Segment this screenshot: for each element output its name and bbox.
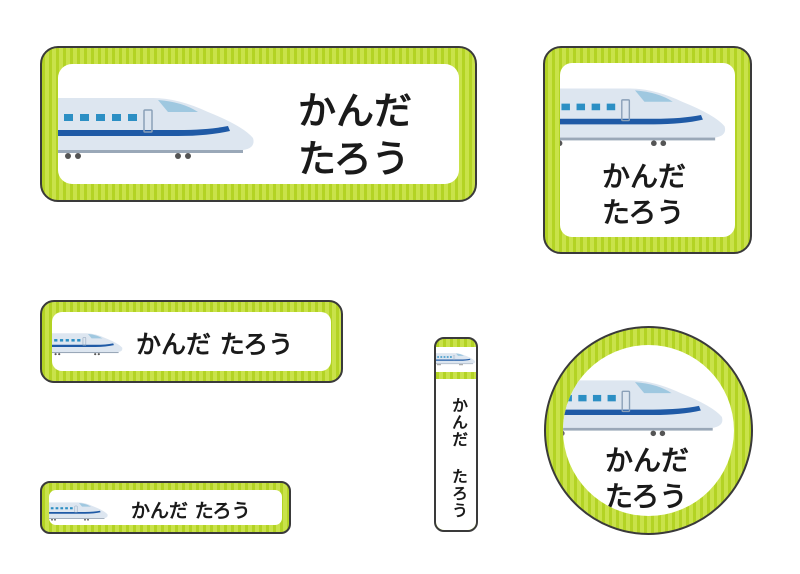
- name-line1: かんだ: [602, 160, 687, 193]
- name-label-large: かんだ たろう: [40, 46, 477, 202]
- name-line2: たろう: [298, 137, 410, 181]
- label-inner: かんだ たろう: [52, 312, 331, 371]
- label-inner: [436, 347, 476, 372]
- name-label-vertical: かんだ たろう: [434, 337, 478, 532]
- shinkansen-train-icon: [560, 81, 730, 147]
- shinkansen-train-icon: [49, 500, 109, 521]
- label-inner: かんだ たろう: [560, 63, 735, 237]
- name-line2: たろう: [602, 196, 685, 229]
- shinkansen-train-icon: [563, 373, 727, 437]
- label-name-area: かんだ たろう: [436, 379, 476, 530]
- name-line2: たろう: [605, 480, 688, 513]
- label-inner: かんだ たろう: [563, 345, 734, 516]
- name-label-medium: かんだ たろう: [40, 300, 343, 383]
- label-inner: かんだ たろう: [49, 490, 282, 525]
- shinkansen-train-icon: [436, 351, 476, 366]
- name-line1: かんだ: [298, 89, 413, 133]
- name-label-square: かんだ たろう: [543, 46, 752, 254]
- name-full: かんだ たろう: [131, 500, 251, 522]
- name-full: かんだ たろう: [136, 330, 294, 359]
- name-line1: かんだ: [605, 444, 690, 477]
- name-full-vertical: かんだ たろう: [449, 397, 468, 519]
- label-inner: かんだ たろう: [58, 64, 459, 184]
- name-label-circle: かんだ たろう: [544, 326, 753, 535]
- shinkansen-train-icon: [58, 90, 258, 160]
- shinkansen-train-icon: [52, 330, 124, 356]
- name-label-small: かんだ たろう: [40, 481, 291, 534]
